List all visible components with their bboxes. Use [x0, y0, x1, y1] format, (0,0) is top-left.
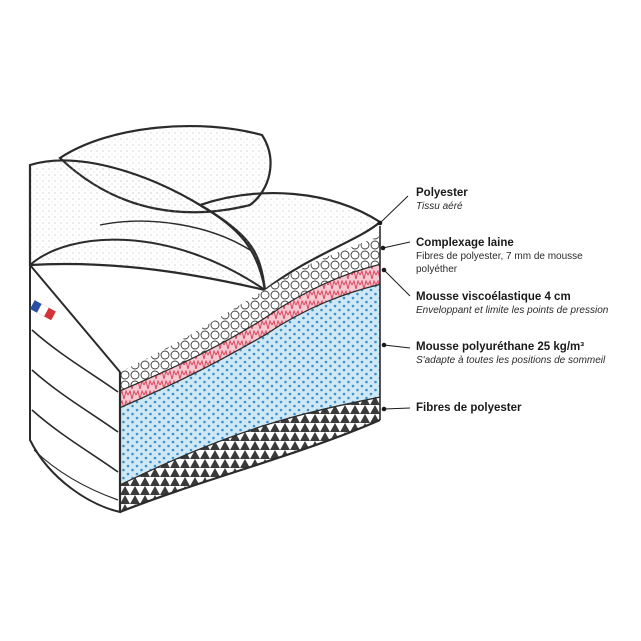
layer-label-mousse-viscoelastique: Mousse viscoélastique 4 cm Enveloppant e…	[416, 290, 621, 317]
flag-tag	[29, 300, 56, 321]
layer-label-complexage-laine: Complexage laine Fibres de polyester, 7 …	[416, 236, 621, 276]
layer-label-polyester: Polyester Tissu aéré	[416, 186, 621, 213]
layer-label-fibres-polyester: Fibres de polyester	[416, 401, 621, 415]
layer-title: Complexage laine	[416, 237, 514, 249]
layer-description: Tissu aéré	[416, 201, 463, 212]
layer-title: Fibres de polyester	[416, 402, 522, 414]
layer-title: Mousse polyuréthane 25 kg/m³	[416, 341, 585, 353]
leader-lines	[379, 195, 411, 410]
layer-description: S'adapte à toutes les positions de somme…	[416, 355, 606, 366]
layer-description: Fibres de polyester, 7 mm de mousse poly…	[416, 251, 583, 275]
layer-title: Mousse viscoélastique 4 cm	[416, 291, 571, 303]
mattress-top-cushions	[28, 124, 382, 292]
mattress-side-panel	[29, 262, 121, 514]
layer-title: Polyester	[416, 187, 468, 199]
layer-label-mousse-polyurethane: Mousse polyuréthane 25 kg/m³ S'adapte à …	[416, 340, 621, 367]
layer-description: Enveloppant et limite les points de pres…	[416, 305, 609, 316]
